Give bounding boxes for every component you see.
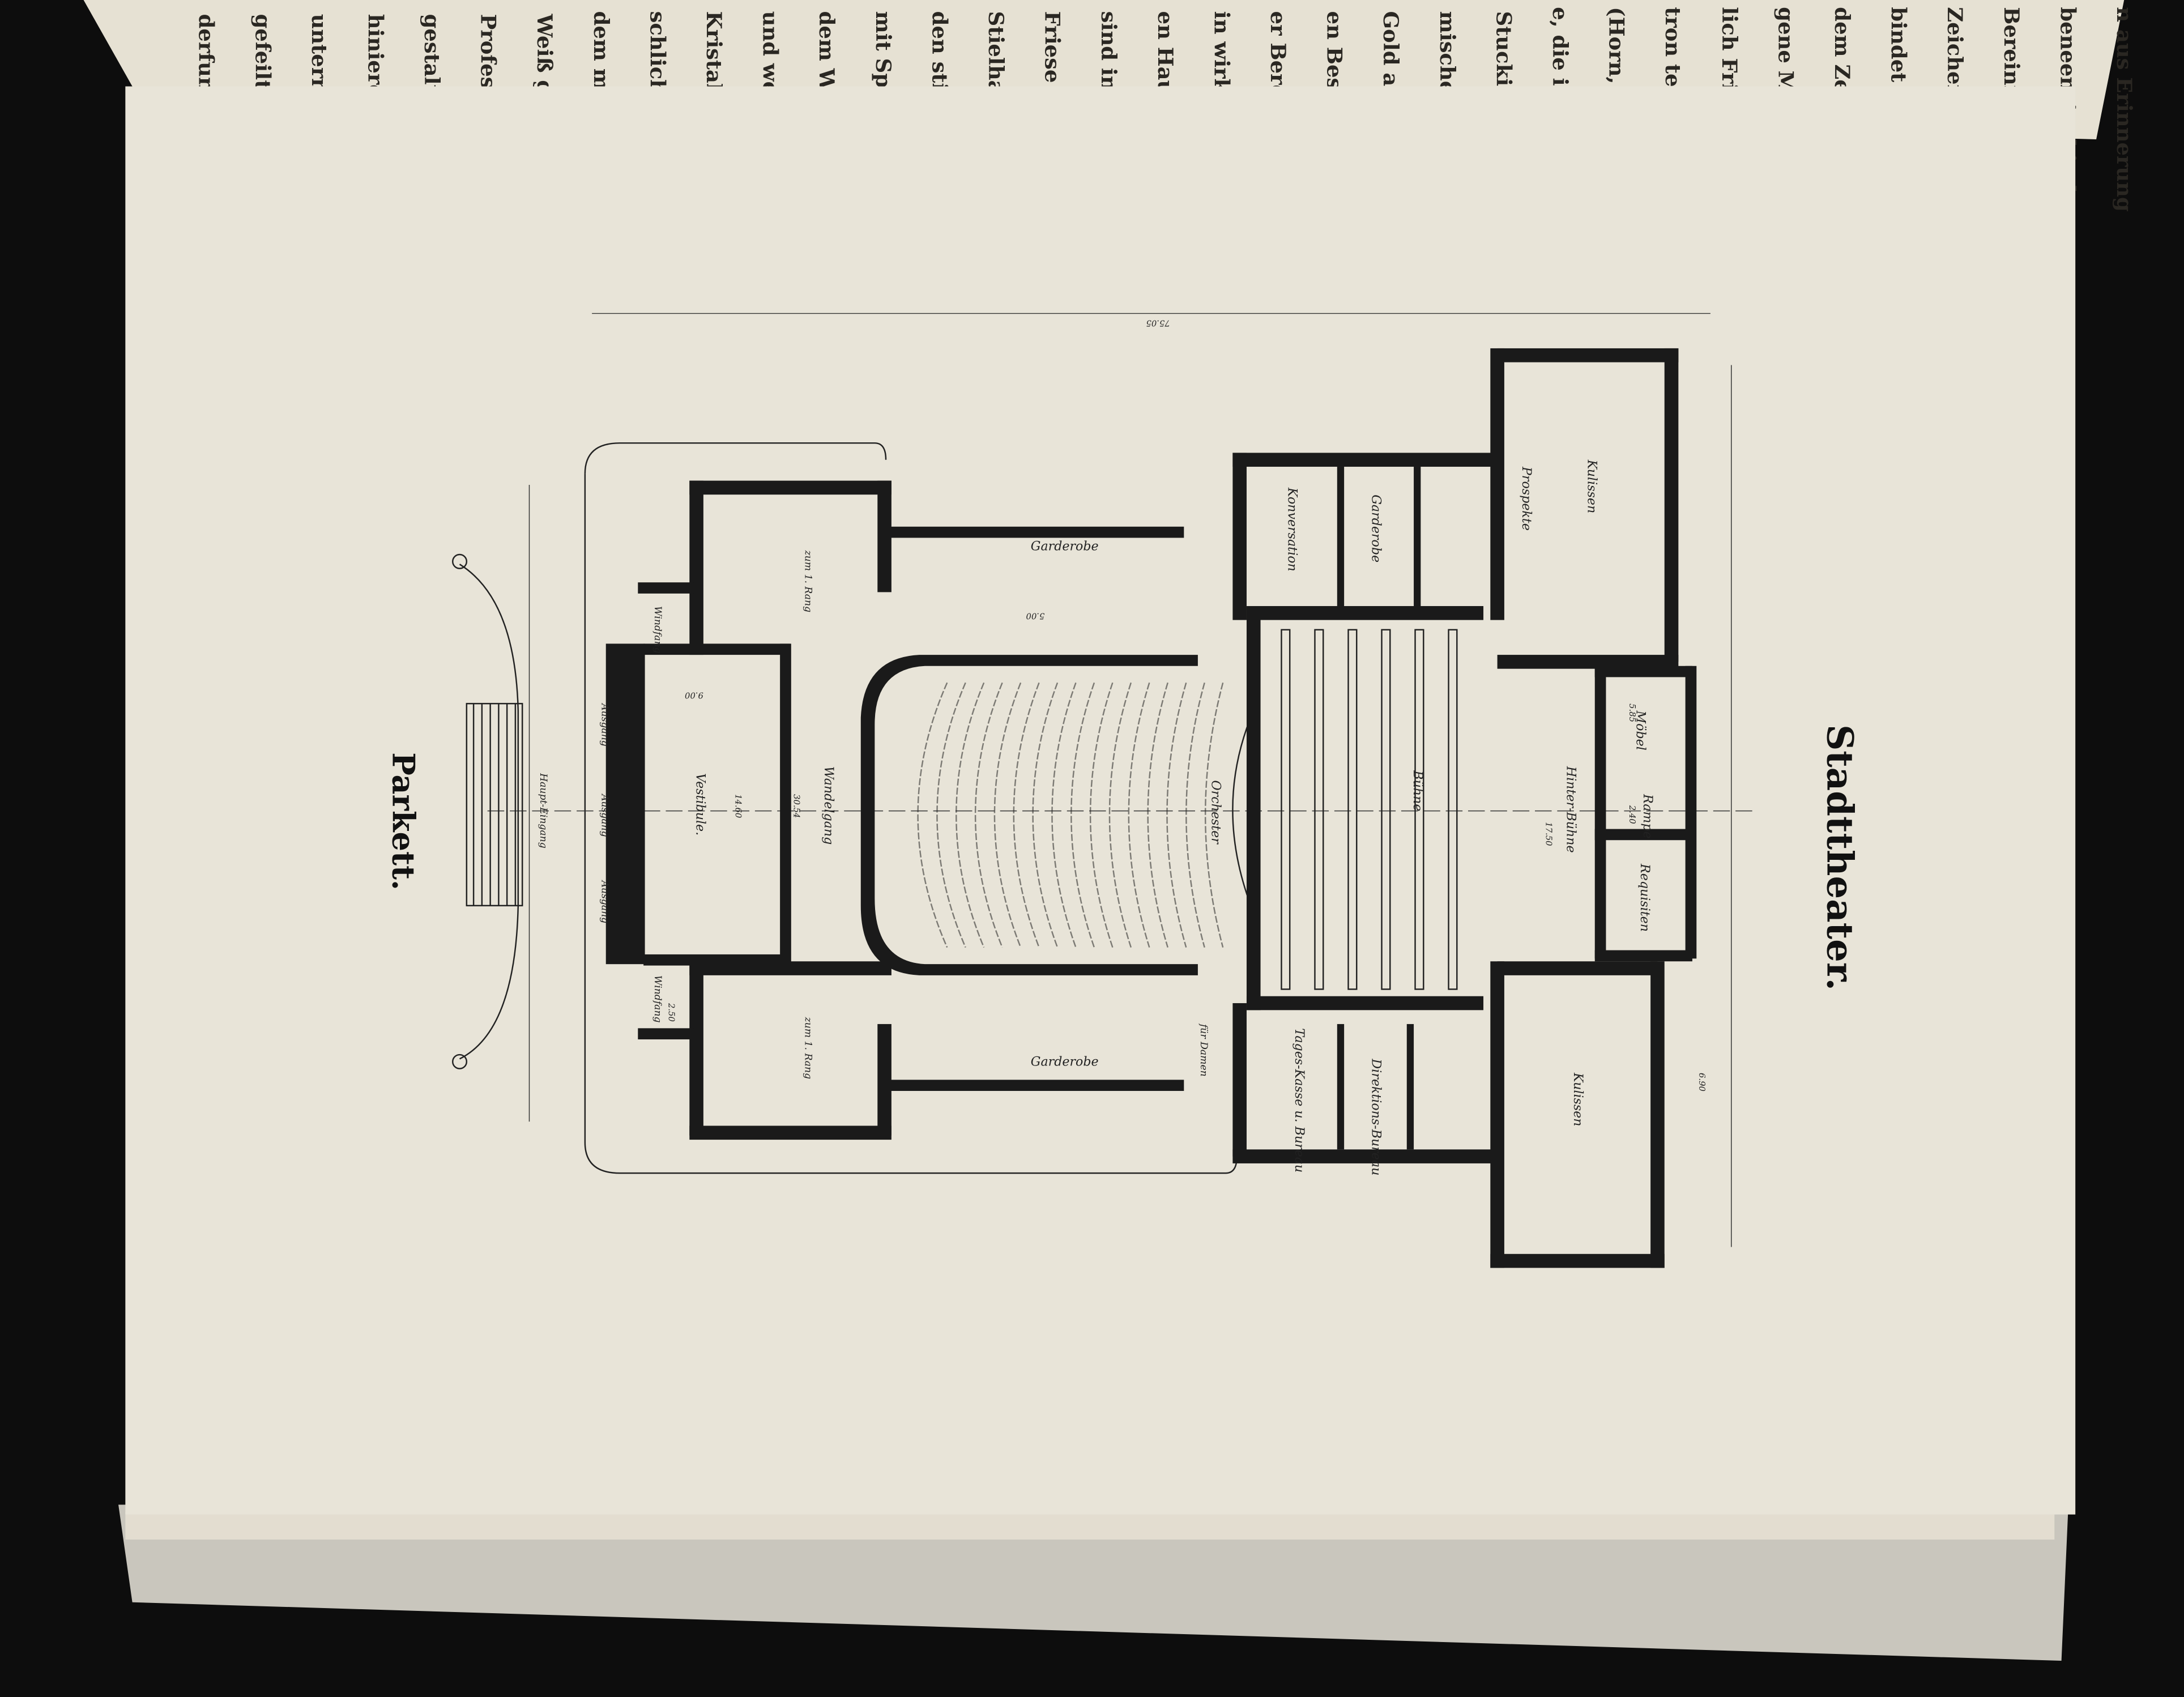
- dim-5: 2.40: [1627, 805, 1637, 824]
- seat-row: [1185, 682, 1205, 948]
- stage-gallery-rail: [1448, 629, 1458, 990]
- stage-gallery-rail: [1281, 629, 1291, 990]
- dim-width: 30.54: [792, 794, 801, 818]
- seat-row: [956, 682, 985, 948]
- label-ausgang-1: Ausgang: [599, 702, 610, 747]
- dim-1: 9.00: [685, 690, 703, 700]
- stage-gallery-rail: [1381, 629, 1391, 990]
- label-wandelgang: Wandelgang: [821, 766, 836, 845]
- label-windfang-bottom: Windfang: [652, 975, 663, 1023]
- label-garderobe-dressing: Garderobe: [1368, 494, 1383, 562]
- stage-gallery-rail: [1347, 629, 1358, 990]
- title-stadttheater: Stadttheater.: [1818, 724, 1861, 991]
- title-parkett: Parkett.: [385, 752, 421, 890]
- seat-row: [1013, 682, 1040, 948]
- seat-row: [936, 682, 966, 948]
- label-eingang: Haupt-Eingang: [538, 773, 549, 848]
- stage-gallery-rail: [1414, 629, 1424, 990]
- seat-row: [1108, 682, 1132, 948]
- label-garderobe-bottom: Garderobe: [1031, 1055, 1099, 1069]
- seat-row: [1032, 682, 1059, 948]
- label-ausgang-3: Ausgang: [599, 880, 610, 924]
- room-labels: Vestibule. Wandelgang Orchester Bühne Hi…: [538, 459, 1655, 1176]
- label-kulissen-top: Kulissen: [1584, 459, 1599, 514]
- label-stairs-bottom: zum 1. Rang: [802, 1017, 813, 1080]
- seat-row: [1070, 682, 1095, 948]
- dim-2: 5.00: [1026, 611, 1045, 620]
- label-damen: für Damen: [1198, 1023, 1209, 1077]
- seat-row: [1204, 682, 1224, 948]
- dim-3: 2.50: [666, 1003, 676, 1022]
- stage-gallery-rail: [1314, 629, 1324, 990]
- seat-row: [1128, 682, 1150, 948]
- dim-4: 5.85: [1627, 703, 1637, 722]
- label-buehne: Bühne: [1410, 770, 1425, 811]
- label-prospekte: Prospekte: [1519, 466, 1534, 531]
- label-windfang-top: Windfang: [652, 606, 663, 654]
- label-rampe: Rampe: [1640, 794, 1655, 839]
- label-orchester: Orchester: [1208, 780, 1223, 845]
- seat-row: [1166, 682, 1187, 948]
- dim-stage: 17.50: [1544, 822, 1554, 846]
- label-requisiten: Requisiten: [1637, 863, 1652, 932]
- label-ausgang-2: Ausgang: [599, 793, 610, 837]
- label-moebel: Möbel: [1633, 710, 1648, 750]
- facing-page-line: e, die in: [1548, 7, 1573, 101]
- dimension-labels: 75.05 30.54 14.60 17.50 9.00 5.00 2.50 5…: [666, 318, 1707, 1091]
- page-stack: [118, 1504, 2068, 1661]
- dim-6: 6.90: [1697, 1073, 1707, 1091]
- seat-row: [1147, 682, 1168, 948]
- label-vestibule: Vestibule.: [693, 773, 708, 835]
- facing-page-line: sind in: [1097, 11, 1121, 91]
- facing-page-line: n aus Erinnerung: [2112, 7, 2137, 211]
- label-stairs-top: zum 1. Rang: [802, 550, 813, 613]
- page-edge: [125, 1511, 2055, 1540]
- label-konversation: Konversation: [1285, 487, 1300, 572]
- label-hinterbuehne: Hinter-Bühne: [1564, 766, 1579, 853]
- label-kulissen-bottom: Kulissen: [1571, 1072, 1585, 1127]
- seat-row: [993, 682, 1022, 948]
- label-garderobe-top: Garderobe: [1031, 539, 1099, 554]
- dim-total: 75.05: [1146, 318, 1170, 328]
- seat-row: [1089, 682, 1114, 948]
- plan-page: [125, 86, 2076, 1515]
- seat-row: [1051, 682, 1077, 948]
- dim-vestibule: 14.60: [733, 794, 743, 818]
- label-tageskasse: Tages-Kasse u. Bureau: [1292, 1028, 1307, 1172]
- floor-plan: [452, 313, 1755, 1268]
- seat-row: [974, 682, 1003, 948]
- label-direktion: Direktions-Bureau: [1368, 1058, 1383, 1175]
- seat-row: [917, 682, 948, 948]
